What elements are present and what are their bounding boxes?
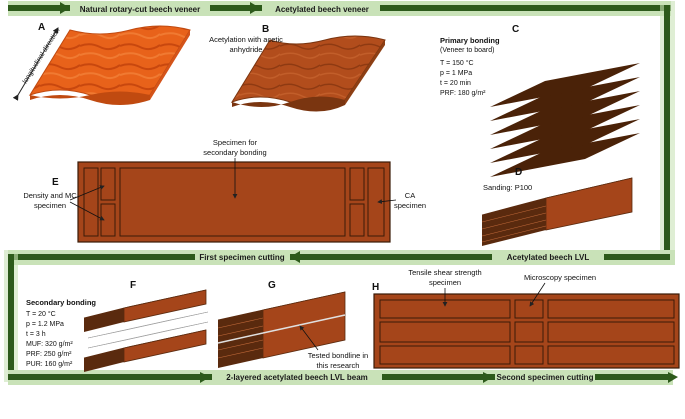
ca-label-1: CA: [405, 191, 415, 200]
primary-param-prf: PRF: 180 g/m²: [440, 90, 486, 97]
panel-b: B Acetylation with acetic anhydride: [209, 24, 386, 112]
panel-letter-a: A: [38, 22, 45, 33]
panel-letter-f: F: [130, 280, 136, 291]
glue-layer: [490, 105, 640, 149]
panel-d: D Sanding: P100: [481, 167, 633, 246]
tensile-label-2: specimen: [429, 278, 461, 287]
panel-letter-c: C: [512, 24, 519, 35]
panel-h: H Tensile shear strength specimen Micros…: [372, 268, 680, 369]
glue-layer: [490, 63, 640, 107]
panel-letter-h: H: [372, 282, 379, 293]
secondary-param-time: t = 3 h: [26, 331, 46, 338]
tested-bondline-label-2: this research: [317, 361, 360, 370]
secondary-param-temp: T = 20 °C: [26, 310, 56, 318]
secondary-param-muf: MUF: 320 g/m²: [26, 341, 73, 348]
secondary-param-pressure: p = 1.2 MPa: [26, 321, 64, 328]
panel-a: longitudinal direction A: [12, 22, 191, 105]
glue-layer: [490, 77, 640, 121]
glue-layer: [490, 133, 640, 177]
microscopy-label: Microscopy specimen: [524, 273, 596, 282]
panel-letter-g: G: [268, 280, 276, 291]
flow-label-second-cutting: Second specimen cutting: [497, 373, 594, 382]
primary-param-time: t = 20 min: [440, 80, 471, 87]
panel-letter-b: B: [262, 24, 269, 35]
primary-bonding-title: Primary bonding: [440, 36, 500, 45]
flow-label-first-cutting: First specimen cutting: [199, 253, 284, 262]
flow-label-veneer: Natural rotary-cut beech veneer: [80, 5, 201, 14]
panel-letter-e: E: [52, 177, 59, 188]
primary-param-temp: T = 150 °C: [440, 59, 474, 67]
density-label-2: specimen: [34, 201, 66, 210]
primary-bonding-subtitle: (Veneer to board): [440, 47, 494, 54]
panel-e: E Density and MC specimen Specimen for s…: [23, 138, 426, 243]
tensile-label-1: Tensile shear strength: [408, 268, 481, 277]
panel-c: [490, 63, 640, 177]
primary-param-pressure: p = 1 MPa: [440, 70, 472, 77]
ca-label-2: specimen: [394, 201, 426, 210]
glue-layer: [490, 119, 640, 163]
secondary-bonding-title: Secondary bonding: [26, 298, 96, 307]
acetylation-caption-1: Acetylation with acetic: [209, 35, 283, 44]
density-label-1: Density and MC: [23, 191, 77, 200]
secondary-param-pur: PUR: 160 g/m²: [26, 361, 73, 368]
acetylation-caption-2: anhydride: [230, 45, 263, 54]
glue-layer: [490, 91, 640, 135]
panel-g: G Tested bondline in this research: [217, 280, 368, 370]
tested-bondline-label-1: Tested bondline in: [308, 351, 368, 360]
flow-label-lvl: Acetylated beech LVL: [507, 253, 590, 262]
panel-f: F Secondary bonding T = 20 °C p = 1.2 MP…: [26, 280, 209, 372]
secondary-specimen-label-2: secondary bonding: [203, 148, 266, 157]
sanding-caption: Sanding: P100: [483, 183, 532, 192]
secondary-specimen-label-1: Specimen for: [213, 138, 258, 147]
flow-label-acetylated-veneer: Acetylated beech veneer: [275, 5, 369, 14]
flow-label-beam: 2-layered acetylated beech LVL beam: [226, 373, 368, 382]
panel-letter-d: D: [515, 167, 522, 178]
secondary-param-prf: PRF: 250 g/m²: [26, 351, 72, 358]
